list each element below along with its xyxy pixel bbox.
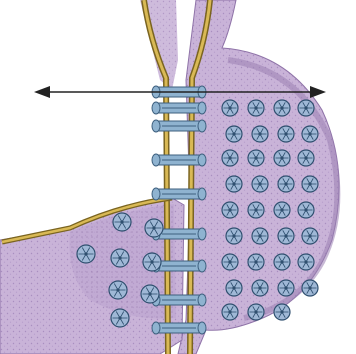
granule [252,280,268,296]
cell-junction [152,322,206,334]
cell-junction [152,154,206,166]
granule [278,228,294,244]
granule [226,280,242,296]
granule [248,202,264,218]
granule [248,254,264,270]
granule [302,126,318,142]
granule [252,176,268,192]
granule [143,253,161,271]
granule [248,100,264,116]
granule [77,245,95,263]
cell-junction [152,294,206,306]
granule [222,100,238,116]
granule [226,176,242,192]
arrow-head-left [34,86,50,98]
granule [274,150,290,166]
granule [278,280,294,296]
granule [278,176,294,192]
granule [109,281,127,299]
granule [222,150,238,166]
cell-junction [152,102,206,114]
granule [222,202,238,218]
arrow-head-right [310,86,326,98]
granule [222,304,238,320]
granule [278,126,294,142]
granule [248,304,264,320]
granule [226,126,242,142]
granule [113,213,131,231]
granule [111,309,129,327]
granule [141,285,159,303]
granule [298,254,314,270]
granule [274,202,290,218]
granule [274,254,290,270]
granule [274,100,290,116]
granule [302,176,318,192]
granule [222,254,238,270]
granule [302,228,318,244]
cell-junction [152,188,206,200]
granule [111,249,129,267]
granule [298,100,314,116]
granule [226,228,242,244]
granule [298,150,314,166]
granule [145,219,163,237]
cell-junction [152,120,206,132]
granule [252,228,268,244]
granule [302,280,318,296]
granule [252,126,268,142]
granule [248,150,264,166]
granule [274,304,290,320]
granule [298,202,314,218]
